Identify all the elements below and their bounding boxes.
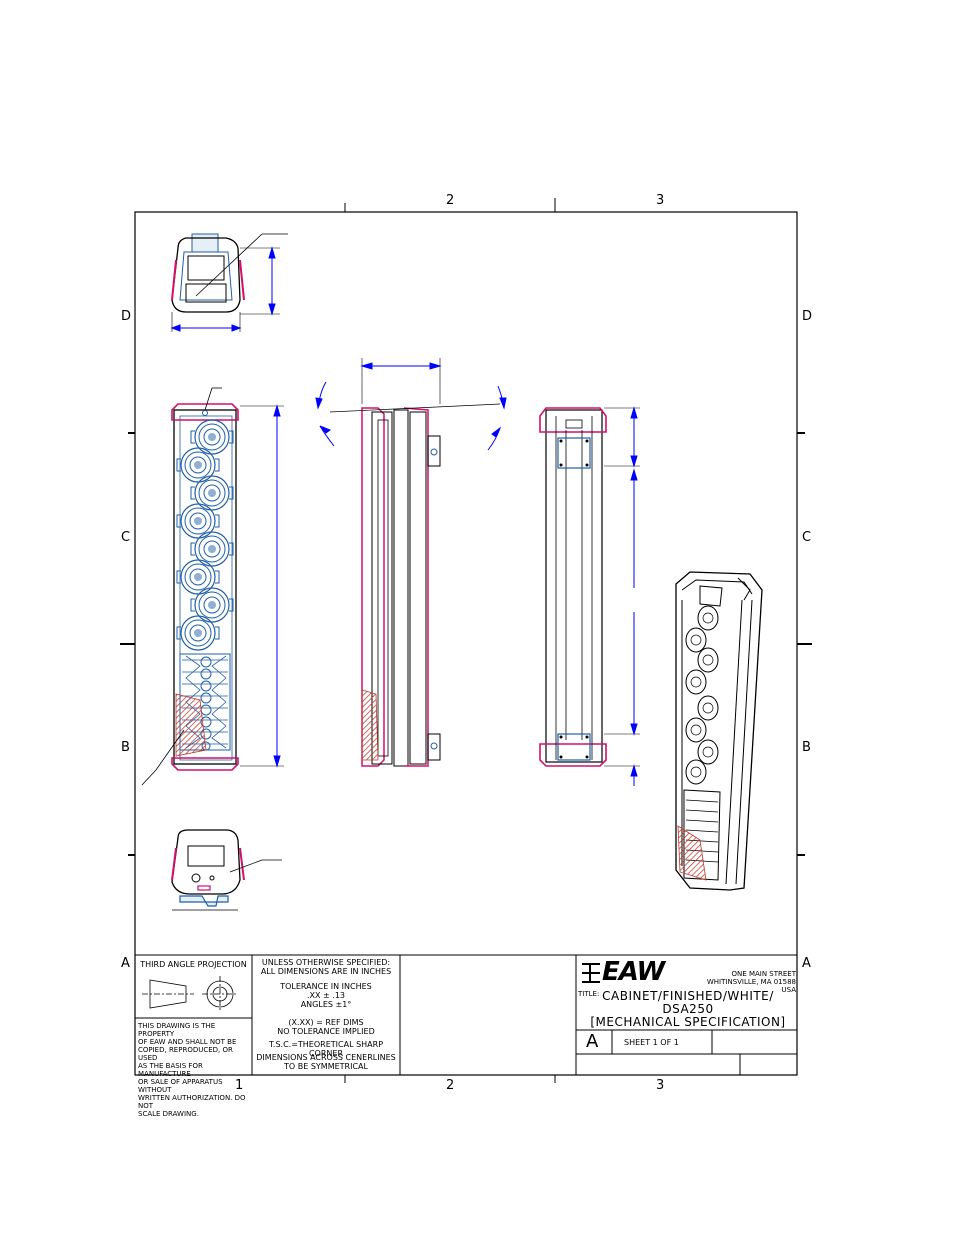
title-label: TITLE: (578, 990, 600, 998)
tolerance-line: ANGLES ±1° (300, 1000, 352, 1009)
property-line: THIS DRAWING IS THE PROPERTY (138, 1022, 216, 1038)
rear-view (539, 407, 607, 767)
company-address: ONE MAIN STREET WHITINSVILLE, MA 01588 U… (692, 970, 796, 994)
front-view-dims (240, 404, 284, 768)
property-line: OF EAW AND SHALL NOT BE (138, 1038, 237, 1046)
drawing-title-line-2: DSA250 (662, 1002, 714, 1016)
drawing-border (134, 211, 798, 1076)
notes-line: UNLESS OTHERWISE SPECIFIED: (261, 958, 391, 967)
side-view (329, 403, 501, 767)
zone-row-b-left: B (121, 740, 130, 755)
tsc-note: T.S.C.=THEORETICAL SHARP CORNER (268, 1040, 384, 1058)
projection-label: THIRD ANGLE PROJECTION (140, 960, 247, 969)
symmetry-line: TO BE SYMMETRICAL (284, 1062, 368, 1071)
symmetry-line: DIMENSIONS ACROSS CENERLINES (256, 1053, 396, 1062)
company-logo: EAW (602, 957, 665, 987)
tolerance-line: TOLERANCE IN INCHES (280, 982, 372, 991)
notes-header: UNLESS OTHERWISE SPECIFIED: ALL DIMENSIO… (254, 958, 398, 976)
top-view-dims (170, 246, 280, 332)
front-view (141, 387, 239, 786)
rear-view-dims (604, 406, 640, 786)
drawing-title-line-1: CABINET/FINISHED/WHITE/ (602, 989, 774, 1003)
zone-col-2-bottom: 2 (446, 1078, 455, 1093)
ref-dims-line: NO TOLERANCE IMPLIED (277, 1027, 375, 1036)
drawing-size: A (586, 1031, 599, 1052)
zone-row-a-left: A (121, 956, 130, 971)
zone-row-c-left: C (121, 530, 131, 545)
property-line: WRITTEN AUTHORIZATION. DO NOT (138, 1094, 246, 1110)
tolerance-line: .XX ± .13 (306, 991, 345, 1000)
tolerance-notes: TOLERANCE IN INCHES .XX ± .13 ANGLES ±1° (254, 982, 398, 1009)
property-line: COPIED, REPRODUCED, OR USED (138, 1046, 233, 1062)
zone-row-b-right: B (802, 740, 811, 755)
projection-symbol (142, 976, 238, 1012)
side-view-dims (315, 358, 507, 451)
sheet-number: SHEET 1 OF 1 (624, 1038, 679, 1047)
isometric-view (675, 571, 763, 891)
bottom-view (171, 829, 282, 911)
zone-col-1-bottom: 1 (235, 1078, 244, 1093)
property-notice: THIS DRAWING IS THE PROPERTY OF EAW AND … (138, 1022, 250, 1118)
zone-col-3-bottom: 3 (656, 1078, 665, 1093)
ref-dims-notes: (X.XX) = REF DIMS NO TOLERANCE IMPLIED (254, 1018, 398, 1036)
zone-row-a-right: A (802, 956, 811, 971)
notes-line: ALL DIMENSIONS ARE IN INCHES (260, 967, 392, 976)
property-line: SCALE DRAWING. (138, 1110, 199, 1118)
address-line: WHITINSVILLE, MA 01588 USA (706, 978, 796, 994)
symmetry-notes: DIMENSIONS ACROSS CENERLINES TO BE SYMME… (254, 1053, 398, 1071)
top-view (171, 233, 288, 313)
property-line: AS THE BASIS FOR MANUFACTURE (138, 1062, 203, 1078)
title-block-frame (135, 954, 797, 1075)
drawing-title-line-3: [MECHANICAL SPECIFICATION] (590, 1015, 786, 1029)
zone-col-2-top: 2 (446, 193, 455, 208)
ref-dims-line: (X.XX) = REF DIMS (288, 1018, 364, 1027)
zone-col-3-top: 3 (656, 193, 665, 208)
zone-row-d-right: D (802, 309, 813, 324)
address-line: ONE MAIN STREET (731, 970, 796, 978)
zone-row-d-left: D (121, 309, 132, 324)
zone-row-c-right: C (802, 530, 812, 545)
logo-mark (582, 963, 600, 983)
property-line: OR SALE OF APPARATUS WITHOUT (138, 1078, 223, 1094)
